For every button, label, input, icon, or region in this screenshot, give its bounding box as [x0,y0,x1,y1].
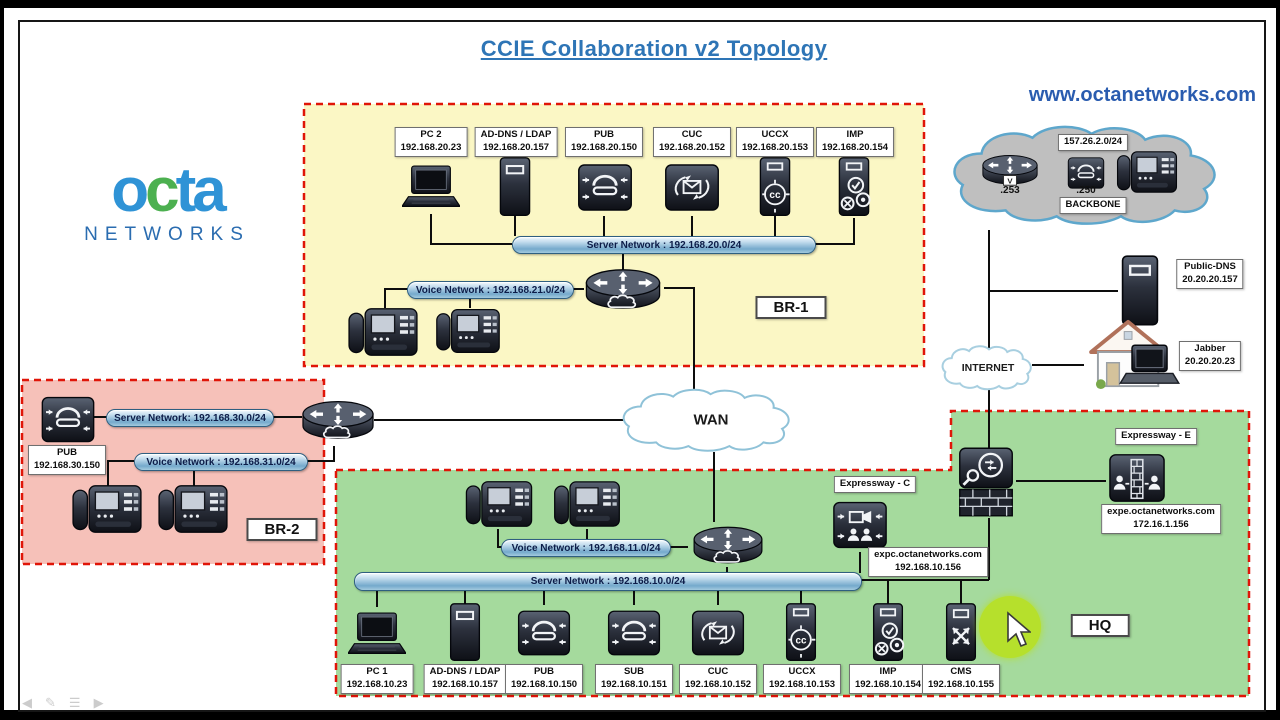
hq-server-network-bar: Server Network : 192.168.10.0/24 [354,572,862,591]
wan-cloud-label: WAN [693,411,729,429]
unity-connection-icon [662,159,722,216]
server-tower-icon [491,156,539,218]
uccx-server-icon [750,156,800,218]
imp-server-icon [829,156,879,218]
logo-subtitle: NETWORKS [84,224,250,245]
hq-voice-network-bar: Voice Network : 192.168.11.0/24 [501,539,671,557]
slide-canvas: cc [4,8,1276,712]
connectors-hq [376,452,990,607]
imp-server-icon [864,602,912,663]
firewall-icon [956,444,1016,520]
home-jabber-user-icon [1080,316,1184,390]
br2-voice-network-bar: Voice Network : 192.168.31.0/24 [134,453,308,471]
br1-server-network-bar: Server Network : 192.168.20.0/24 [512,236,816,254]
cloud-wan [624,390,789,451]
cucm-server-icon [515,605,573,661]
zone-label-br2: BR-2 [246,518,318,541]
connectors-edge [988,230,1118,482]
ip-phone-icon [553,480,621,528]
laptop-icon [348,607,406,661]
ip-phone-icon [435,308,501,354]
cucm-server-icon [38,392,98,447]
ip-phone-icon [156,484,230,534]
backbone-router-ip: .253 [1000,185,1020,196]
back-icon[interactable]: ◀ [22,695,32,710]
label-expressway-c: Expressway - C [833,476,917,493]
server-tower-icon [441,602,489,663]
uccx-server-icon [777,602,825,663]
expressway-e-icon [1106,449,1168,507]
br2-server-network-bar: Server Network: 192.168.30.0/24 [106,409,274,427]
presenter-toolbar: ◀ ✎ ☰ ▶ [22,695,104,711]
logo-word: octa [111,156,227,225]
zone-label-hq: HQ [1070,614,1130,637]
pen-icon[interactable]: ✎ [45,695,56,710]
expressway-c-icon [830,497,890,553]
br1-voice-network-bar: Voice Network : 192.168.21.0/24 [407,281,574,299]
page-title: CCIE Collaboration v2 Topology [480,36,828,61]
cucm-server-icon [575,159,635,216]
router-icon [298,394,378,446]
ip-phone-icon [464,480,534,528]
laptop-icon [402,160,460,214]
octa-networks-logo: octa NETWORKS [62,160,272,246]
menu-icon[interactable]: ☰ [68,695,81,710]
cucm-server-icon [605,605,663,661]
router-icon [580,262,666,316]
backbone-cucm-ip: .250 [1076,185,1096,196]
mouse-cursor-icon [1007,611,1031,648]
connectors-br1 [384,214,855,394]
label-expressway-e: Expressway - E [1115,428,1197,445]
zone-label-br1: BR-1 [755,296,827,319]
ip-phone-icon [1116,150,1178,194]
connectors-br2 [94,416,644,486]
website-link[interactable]: www.octanetworks.com [1028,84,1256,106]
unity-connection-icon [689,605,747,661]
ip-phone-icon [70,484,144,534]
router-icon [686,520,770,570]
backbone-subnet-label: 157.26.2.0/24 [1057,134,1129,151]
internet-cloud-label: INTERNET [961,362,1015,374]
ip-phone-icon [345,307,421,357]
backbone-name-label: BACKBONE [1059,197,1127,214]
cloud-internet [943,346,1031,389]
forward-icon[interactable]: ▶ [93,695,104,710]
